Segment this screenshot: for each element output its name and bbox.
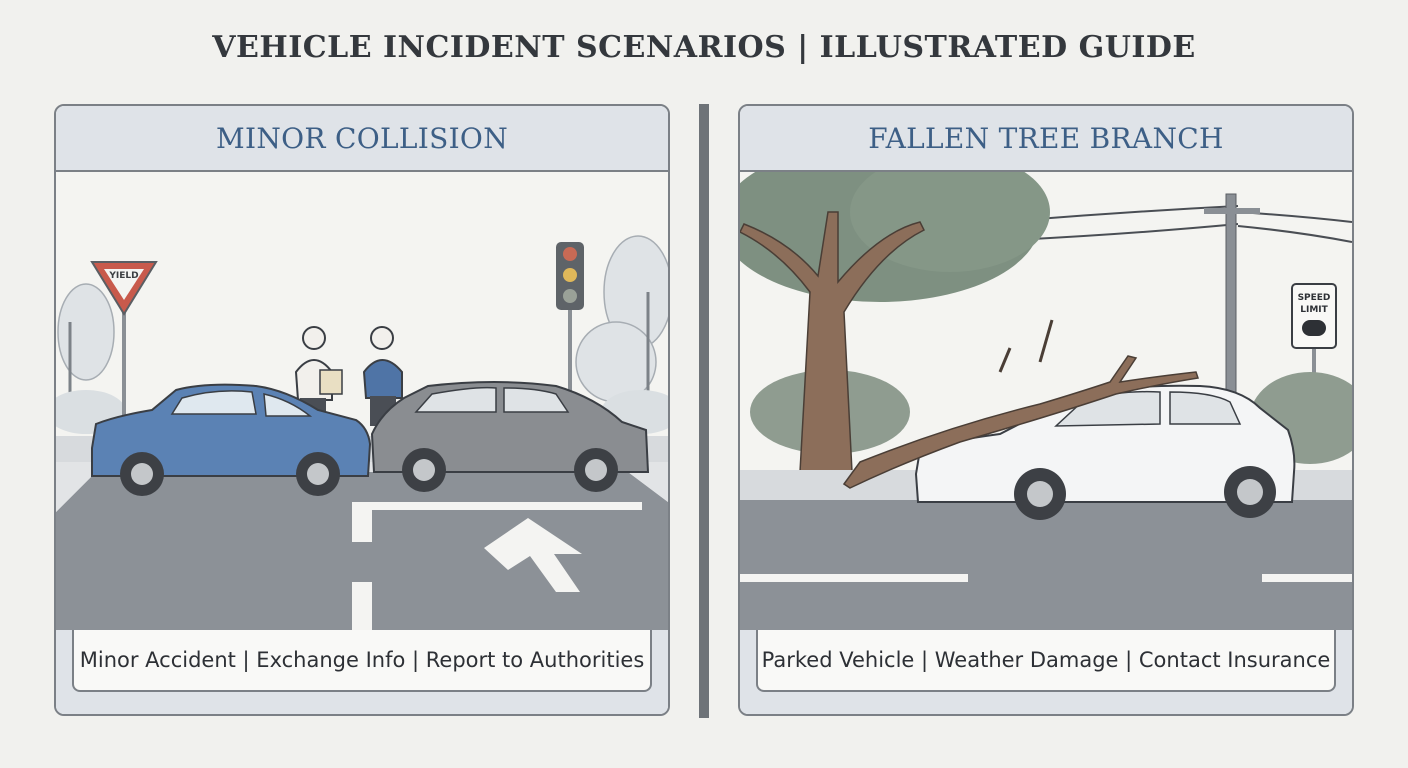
panel-fallen-tree-branch: FALLEN TREE BRANCH SPEED LIMIT [738, 104, 1354, 716]
speed-sign-text-line1: SPEED [1298, 293, 1331, 303]
tree [740, 172, 1050, 473]
panel-header: MINOR COLLISION [56, 106, 668, 172]
scene-minor-collision: YIELD [56, 172, 668, 630]
caption-text: Parked Vehicle | Weather Damage | Contac… [761, 648, 1331, 672]
caption-text: Minor Accident | Exchange Info | Report … [79, 648, 645, 672]
panel-divider [699, 104, 709, 718]
speed-sign-text-line2: LIMIT [1300, 305, 1328, 315]
blue-sedan [91, 383, 372, 496]
white-hatchback [914, 384, 1296, 520]
fallen-branch [842, 319, 1199, 489]
panel-title: FALLEN TREE BRANCH [868, 121, 1224, 155]
yield-sign-icon: YIELD [90, 261, 158, 418]
panel-minor-collision: MINOR COLLISION [54, 104, 670, 716]
panel-footer: Parked Vehicle | Weather Damage | Contac… [740, 630, 1352, 714]
page-title: VEHICLE INCIDENT SCENARIOS | ILLUSTRATED… [212, 30, 1196, 65]
caption-box: Minor Accident | Exchange Info | Report … [72, 630, 652, 692]
panel-footer: Minor Accident | Exchange Info | Report … [56, 630, 668, 714]
gray-suv [370, 381, 650, 492]
caption-box: Parked Vehicle | Weather Damage | Contac… [756, 630, 1336, 692]
yield-sign-text: YIELD [108, 271, 138, 281]
panel-header: FALLEN TREE BRANCH [740, 106, 1352, 172]
scene-fallen-tree-branch: SPEED LIMIT [740, 172, 1352, 630]
panel-title: MINOR COLLISION [216, 121, 508, 155]
road-arrow-icon [484, 518, 582, 592]
